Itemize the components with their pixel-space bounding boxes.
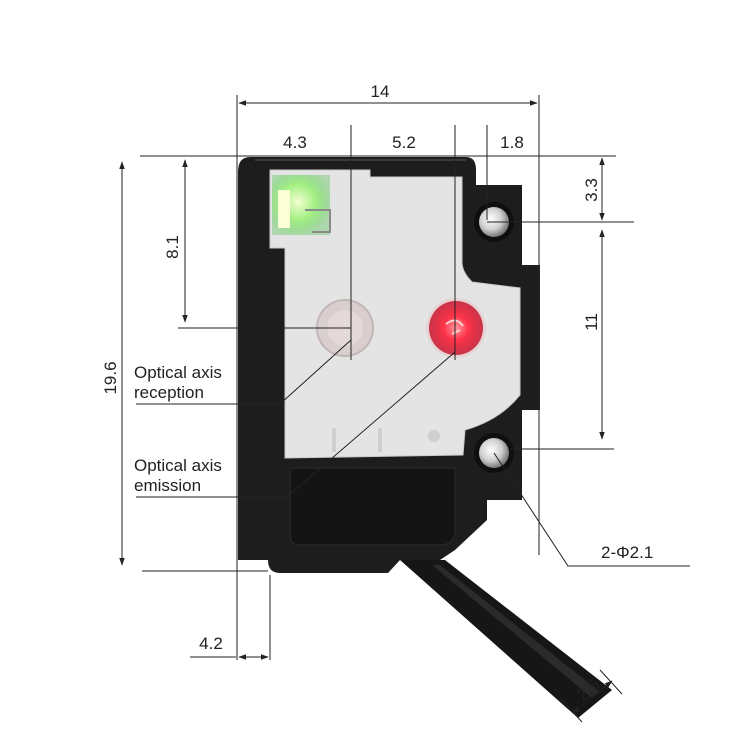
dim-hole-offset-right: 1.8 — [500, 133, 524, 152]
sensor-bottom-recess — [289, 467, 456, 546]
dim-bottom-offset: 4.2 — [199, 634, 223, 653]
dim-hole-spacing: 11 — [582, 313, 601, 331]
dim-top-to-hole: 3.3 — [582, 178, 601, 202]
label-reception-line2: reception — [134, 383, 204, 402]
dim-overall-width: 14 — [371, 82, 390, 101]
dimension-lines — [119, 95, 690, 723]
indicator-led — [272, 175, 331, 235]
sensor-window — [269, 169, 521, 459]
emission-lens — [426, 298, 486, 358]
sensor-cable — [400, 560, 612, 718]
dim-overall-height: 19.6 — [101, 361, 120, 394]
dim-left-to-reception: 4.3 — [283, 133, 307, 152]
label-emission-line2: emission — [134, 476, 201, 495]
dim-reception-to-emission: 5.2 — [392, 133, 416, 152]
label-emission-line1: Optical axis — [134, 456, 222, 475]
dim-hole-diameter: 2-Φ2.1 — [601, 543, 653, 562]
dim-top-to-axis: 8.1 — [163, 235, 182, 259]
label-reception-line1: Optical axis — [134, 363, 222, 382]
